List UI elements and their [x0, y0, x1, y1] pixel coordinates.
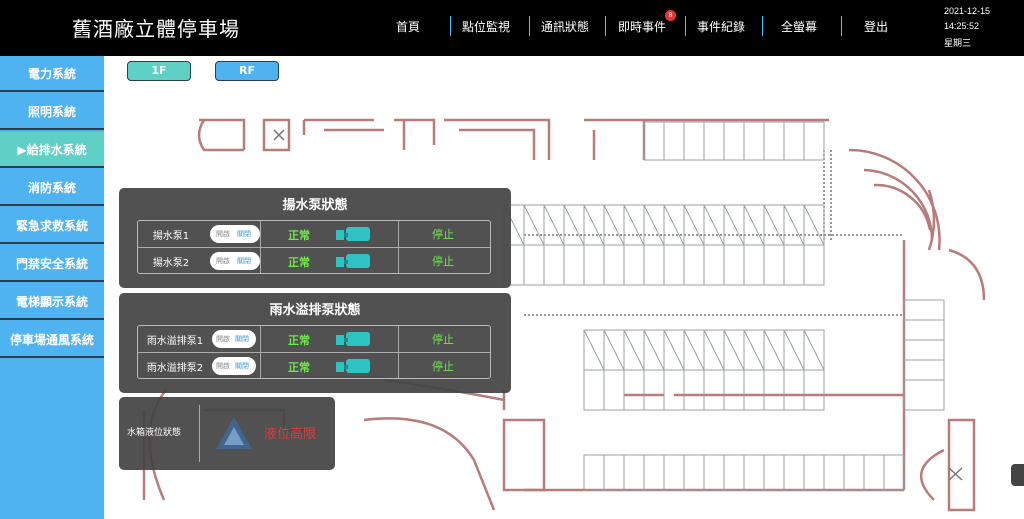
- nav-separator: [841, 16, 842, 36]
- tank-level-alarm: 液位高限: [264, 427, 317, 442]
- pump-run-state: 停止: [432, 333, 454, 346]
- sidebar-item-water[interactable]: ▶給排水系統: [0, 132, 104, 168]
- pump-run-state: 停止: [432, 255, 454, 268]
- pump-icon: [336, 227, 370, 241]
- pump-switch[interactable]: 開啟 關閉: [212, 330, 256, 348]
- top-header: 舊酒廠立體停車場 首頁 點位監視 通訊狀態 即時事件 8 事件紀錄 全螢幕 登出…: [0, 0, 1024, 56]
- nav-point-monitor[interactable]: 點位監視: [462, 20, 511, 34]
- pump-health-status: 正常: [288, 361, 310, 374]
- table-row: 雨水溢排泵2 開啟 關閉 正常 停止: [138, 353, 490, 379]
- panel-title: 雨水溢排泵狀態: [269, 303, 361, 318]
- nav-separator: [605, 16, 606, 36]
- switch-off-label: 關閉: [237, 257, 251, 265]
- table-row: 揚水泵2 開啟 關閉 正常 停止: [138, 248, 490, 274]
- switch-on-label: 開啟: [216, 362, 230, 370]
- divider: [138, 352, 490, 353]
- nav-separator: [450, 16, 451, 36]
- sidebar-item-lighting[interactable]: 照明系統: [0, 94, 104, 130]
- sidebar-item-ventilation[interactable]: 停車場通風系統: [0, 322, 104, 358]
- switch-off-label: 關閉: [235, 335, 249, 343]
- divider: [138, 247, 490, 248]
- pump-switch[interactable]: 開啟 關閉: [210, 225, 260, 243]
- side-drawer-handle[interactable]: [1011, 464, 1024, 486]
- nav-separator: [762, 16, 763, 36]
- sidebar-item-power[interactable]: 電力系統: [0, 56, 104, 92]
- switch-on-label: 開啟: [216, 257, 230, 265]
- nav-home[interactable]: 首頁: [396, 20, 421, 34]
- table-row: 揚水泵1 開啟 關閉 正常 停止: [138, 221, 490, 247]
- tank-level-panel: 水箱液位狀態 液位高限: [119, 397, 335, 470]
- rain-pump-table: 雨水溢排泵1 開啟 關閉 正常 停止 雨水溢排泵2 開啟 關閉 正常: [137, 325, 491, 379]
- pump-name: 揚水泵1: [152, 231, 190, 242]
- system-sidebar: 電力系統 照明系統 ▶給排水系統 消防系統 緊急求救系統 門禁安全系統 電梯顯示…: [0, 56, 104, 519]
- pump-icon: [336, 359, 370, 373]
- nav-separator: [529, 16, 530, 36]
- pump-icon: [336, 332, 370, 346]
- switch-on-label: 開啟: [216, 230, 230, 238]
- floor-plan-map: [142, 118, 986, 512]
- nav-separator: [685, 16, 686, 36]
- table-row: 雨水溢排泵1 開啟 關閉 正常 停止: [138, 326, 490, 352]
- nav-realtime-events[interactable]: 即時事件: [618, 20, 667, 34]
- floor-tab-1f[interactable]: 1F: [127, 61, 191, 81]
- sidebar-item-fire[interactable]: 消防系統: [0, 170, 104, 206]
- lift-pump-panel: 揚水泵狀態 揚水泵1 開啟 關閉 正常 停止 揚水泵2 開啟: [119, 188, 511, 288]
- panel-title: 揚水泵狀態: [282, 198, 348, 213]
- divider: [199, 405, 200, 462]
- nav-fullscreen[interactable]: 全螢幕: [781, 20, 818, 34]
- pump-health-status: 正常: [288, 256, 310, 269]
- floor-tab-rf[interactable]: RF: [215, 61, 279, 81]
- pump-run-state: 停止: [432, 228, 454, 241]
- nav-comm-status[interactable]: 通訊狀態: [541, 20, 590, 34]
- pump-name: 揚水泵2: [152, 258, 190, 269]
- switch-off-label: 關閉: [235, 362, 249, 370]
- clock-weekday: 星期三: [944, 38, 972, 48]
- pump-name: 雨水溢排泵1: [146, 336, 204, 347]
- rain-pump-panel: 雨水溢排泵狀態 雨水溢排泵1 開啟 關閉 正常 停止 雨水溢排泵2 開: [119, 293, 511, 393]
- pump-run-state: 停止: [432, 360, 454, 373]
- pump-icon: [336, 254, 370, 268]
- pump-switch[interactable]: 開啟 關閉: [210, 252, 260, 270]
- app-title: 舊酒廠立體停車場: [72, 17, 240, 41]
- sidebar-item-emergency[interactable]: 緊急求救系統: [0, 208, 104, 244]
- tank-level-label: 水箱液位狀態: [127, 428, 182, 438]
- clock-date: 2021-12-15: [944, 6, 991, 16]
- clock-time: 14:25:52: [944, 21, 980, 31]
- sidebar-item-access-control[interactable]: 門禁安全系統: [0, 246, 104, 282]
- pump-health-status: 正常: [288, 334, 310, 347]
- lift-pump-table: 揚水泵1 開啟 關閉 正常 停止 揚水泵2 開啟 關閉 正常: [137, 220, 491, 274]
- switch-off-label: 關閉: [237, 230, 251, 238]
- alert-count-badge: 8: [665, 10, 676, 21]
- pump-health-status: 正常: [288, 229, 310, 242]
- pump-name: 雨水溢排泵2: [146, 363, 204, 374]
- nav-event-log[interactable]: 事件紀錄: [697, 20, 746, 34]
- switch-on-label: 開啟: [216, 335, 230, 343]
- sidebar-item-elevator[interactable]: 電梯顯示系統: [0, 284, 104, 320]
- water-tank-icon: [216, 417, 252, 449]
- pump-switch[interactable]: 開啟 關閉: [212, 357, 256, 375]
- nav-logout[interactable]: 登出: [864, 20, 889, 34]
